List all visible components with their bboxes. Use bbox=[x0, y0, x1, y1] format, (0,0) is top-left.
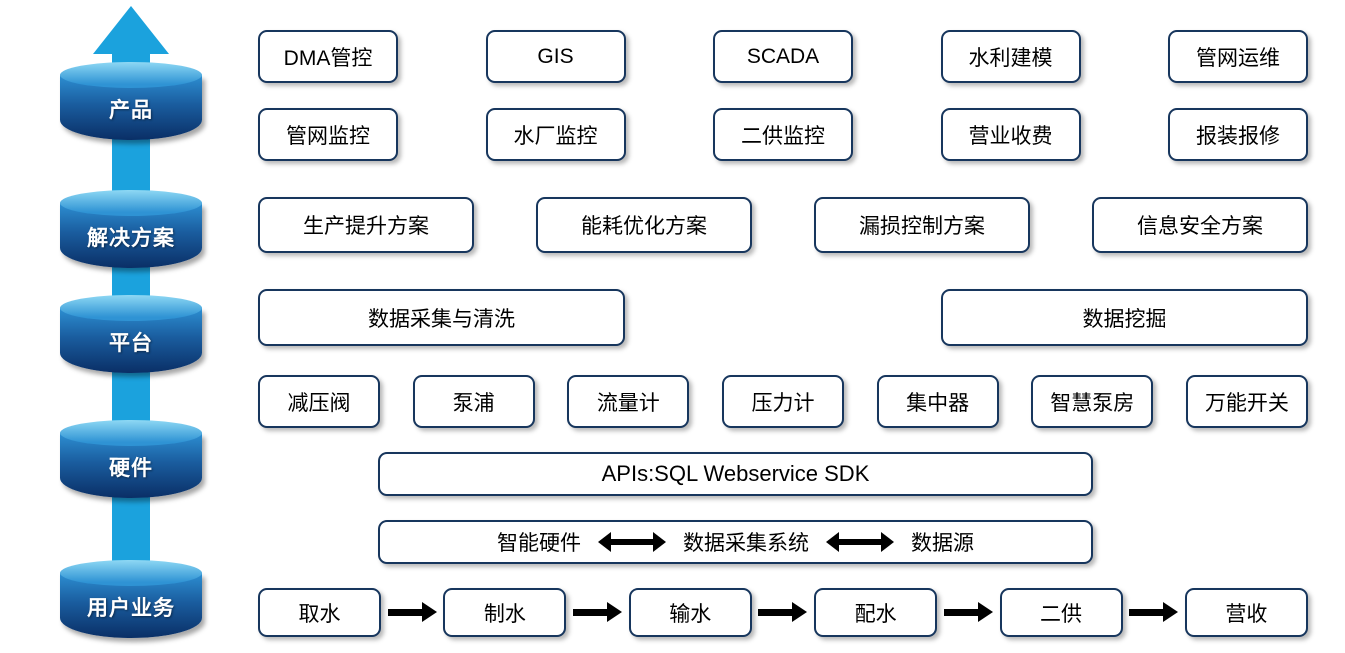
cylinder-level-solution: 解决方案 bbox=[60, 190, 202, 268]
box-pipe-network-monitoring: 管网监控 bbox=[258, 108, 398, 161]
product-apps-row-1: DMA管控 GIS SCADA 水利建模 管网运维 bbox=[258, 30, 1308, 83]
cylinder-top-face bbox=[60, 420, 202, 446]
box-energy-optimization: 能耗优化方案 bbox=[536, 197, 752, 253]
cylinder-level-business: 用户业务 bbox=[60, 560, 202, 638]
box-water-transmission: 输水 bbox=[628, 588, 752, 637]
data-flow-row: 智能硬件 数据采集系统 数据源 bbox=[378, 520, 1093, 564]
label-data-source: 数据源 bbox=[911, 532, 974, 555]
box-secondary-supply: 二供 bbox=[999, 588, 1123, 637]
solutions-row: 生产提升方案 能耗优化方案 漏损控制方案 信息安全方案 bbox=[258, 197, 1308, 253]
double-arrow-icon bbox=[598, 532, 666, 552]
platform-row: 数据采集与清洗 数据挖掘 bbox=[258, 289, 1308, 346]
box-pipe-network-om: 管网运维 bbox=[1168, 30, 1308, 83]
box-api-bar: APIs:SQL Webservice SDK bbox=[378, 452, 1093, 496]
double-arrow-icon bbox=[826, 532, 894, 552]
box-secondary-supply-monitoring: 二供监控 bbox=[713, 108, 853, 161]
box-pump: 泵浦 bbox=[412, 375, 535, 428]
cylinder-level-product: 产品 bbox=[60, 62, 202, 140]
box-pressure-reducing-valve: 减压阀 bbox=[258, 375, 380, 428]
box-scada: SCADA bbox=[713, 30, 853, 83]
box-data-mining: 数据挖掘 bbox=[941, 289, 1308, 346]
box-universal-switch: 万能开关 bbox=[1185, 375, 1308, 428]
right-arrow-icon bbox=[758, 602, 808, 622]
box-pressure-gauge: 压力计 bbox=[721, 375, 844, 428]
up-arrow-head-icon bbox=[93, 6, 169, 54]
box-production-improvement: 生产提升方案 bbox=[258, 197, 474, 253]
api-row: APIs:SQL Webservice SDK bbox=[378, 452, 1093, 496]
level-label-business: 用户业务 bbox=[87, 597, 175, 620]
hardware-row: 减压阀 泵浦 流量计 压力计 集中器 智慧泵房 万能开关 bbox=[258, 375, 1308, 428]
right-arrow-icon bbox=[387, 602, 437, 622]
level-label-solution: 解决方案 bbox=[87, 227, 175, 250]
level-label-platform: 平台 bbox=[109, 332, 153, 355]
box-install-repair: 报装报修 bbox=[1168, 108, 1308, 161]
box-water-intake: 取水 bbox=[258, 588, 381, 637]
cylinder-top-face bbox=[60, 295, 202, 321]
right-arrow-icon bbox=[943, 602, 993, 622]
box-info-security: 信息安全方案 bbox=[1092, 197, 1308, 253]
box-water-plant-monitoring: 水厂监控 bbox=[485, 108, 626, 161]
box-data-flow: 智能硬件 数据采集系统 数据源 bbox=[378, 520, 1093, 564]
level-label-hardware: 硬件 bbox=[109, 457, 153, 480]
cylinder-level-platform: 平台 bbox=[60, 295, 202, 373]
box-data-collection-cleaning: 数据采集与清洗 bbox=[258, 289, 625, 346]
cylinder-level-hardware: 硬件 bbox=[60, 420, 202, 498]
box-water-distribution: 配水 bbox=[814, 588, 938, 637]
business-flow-row: 取水 制水 输水 配水 二供 营收 bbox=[258, 588, 1308, 637]
product-apps-row-2: 管网监控 水厂监控 二供监控 营业收费 报装报修 bbox=[258, 108, 1308, 161]
box-water-production: 制水 bbox=[443, 588, 567, 637]
box-leakage-control: 漏损控制方案 bbox=[814, 197, 1030, 253]
cylinder-top-face bbox=[60, 62, 202, 88]
box-gis: GIS bbox=[485, 30, 626, 83]
cylinder-top-face bbox=[60, 560, 202, 586]
box-flow-meter: 流量计 bbox=[567, 375, 690, 428]
box-dma-control: DMA管控 bbox=[258, 30, 398, 83]
box-hydraulic-modeling: 水利建模 bbox=[940, 30, 1081, 83]
label-data-collection-system: 数据采集系统 bbox=[683, 532, 809, 555]
box-concentrator: 集中器 bbox=[876, 375, 999, 428]
right-arrow-icon bbox=[1129, 602, 1179, 622]
box-billing: 营业收费 bbox=[940, 108, 1081, 161]
box-smart-pump-room: 智慧泵房 bbox=[1031, 375, 1154, 428]
right-arrow-icon bbox=[573, 602, 623, 622]
label-smart-hardware: 智能硬件 bbox=[497, 532, 581, 555]
box-revenue: 营收 bbox=[1184, 588, 1308, 637]
cylinder-top-face bbox=[60, 190, 202, 216]
level-label-product: 产品 bbox=[109, 99, 153, 122]
